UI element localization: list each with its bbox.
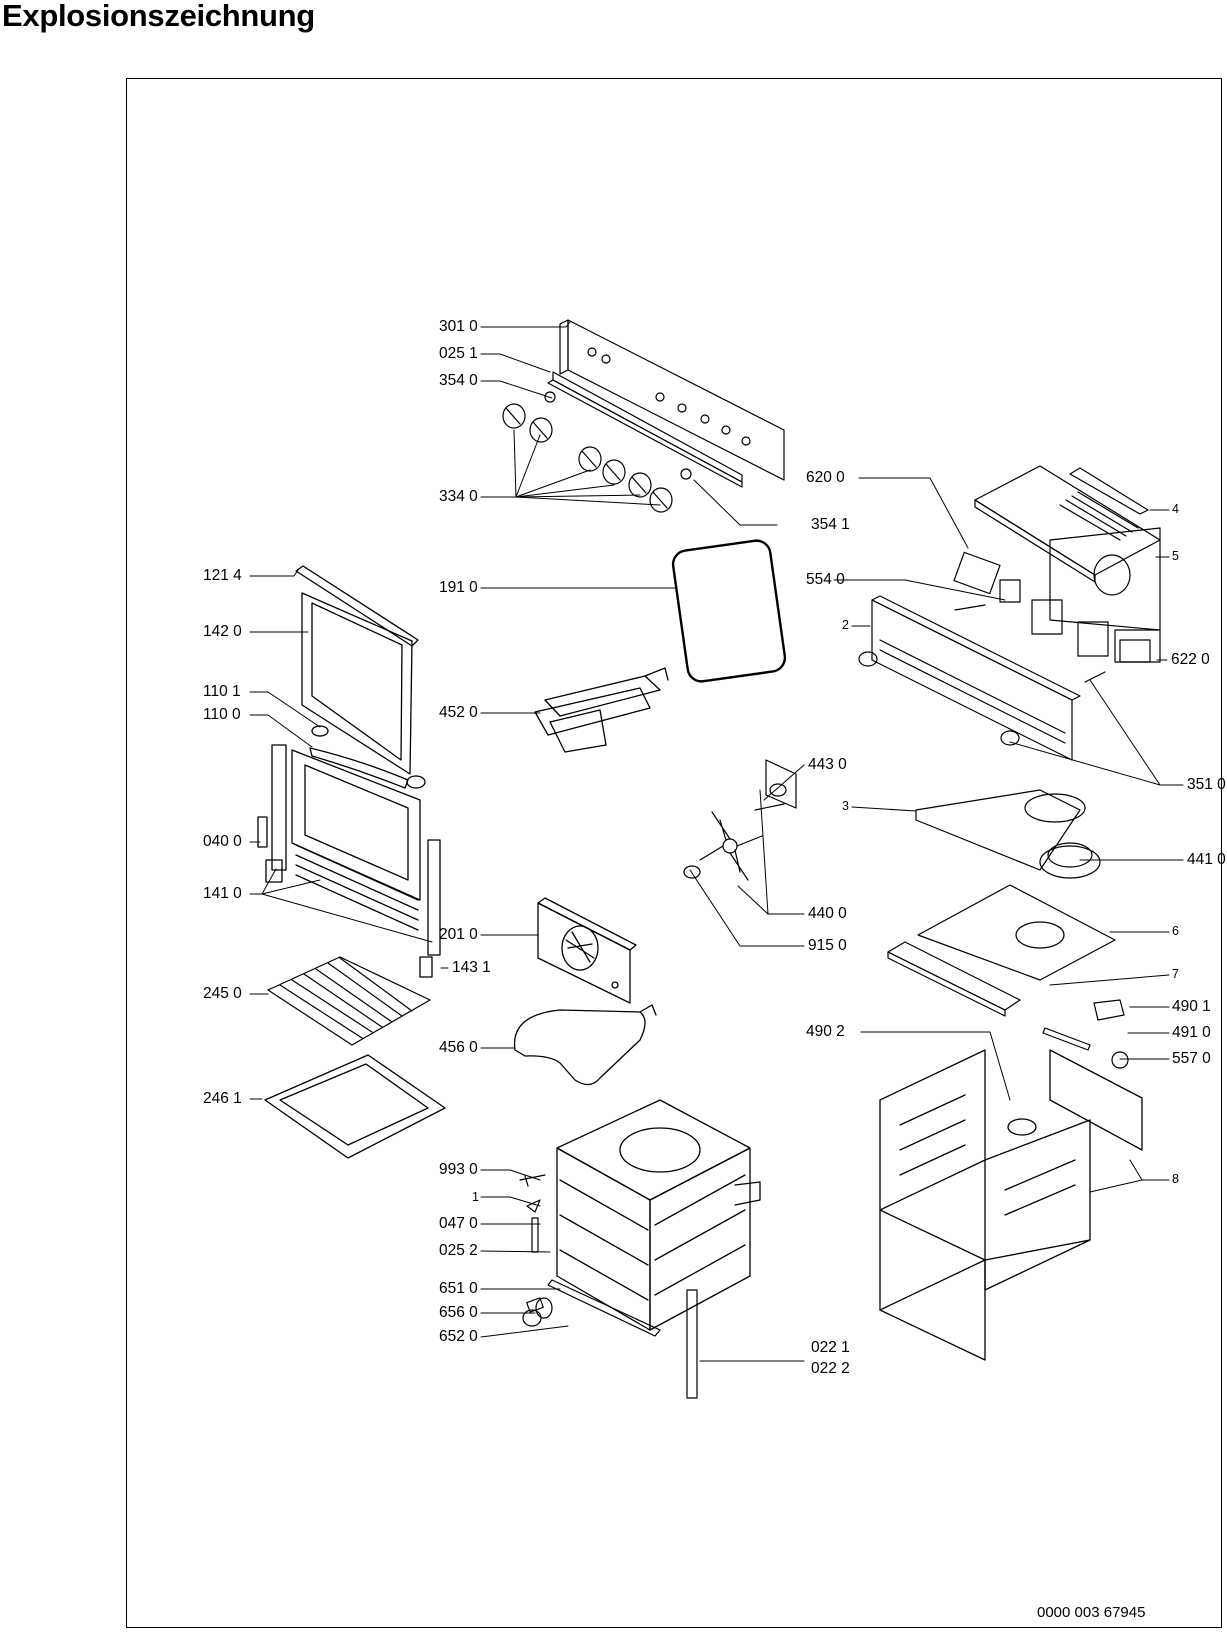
top-heater-part (534, 667, 669, 753)
callout-143-1: 143 1 (452, 959, 491, 976)
switch-part (953, 551, 1021, 611)
fan-cover-part (537, 897, 637, 1004)
callout-491-0: 491 0 (1172, 1024, 1211, 1041)
callout-452-0: 452 0 (439, 704, 478, 721)
fan-motor-part (754, 759, 797, 811)
cooling-fan-part (1039, 842, 1101, 879)
callout-7: 7 (1172, 967, 1179, 981)
callout-8: 8 (1172, 1172, 1179, 1186)
callout-022-1: 022 1 (811, 1339, 850, 1356)
top-panel-part (974, 465, 1161, 583)
callout-201-0: 201 0 (439, 926, 478, 943)
callout-5: 5 (1172, 549, 1179, 563)
callout-110-1: 110 1 (203, 683, 241, 700)
divider-plate-part (917, 884, 1116, 981)
door-handle-part (309, 725, 426, 789)
drawing-number: 0000 003 67945 (1037, 1604, 1146, 1621)
callout-651-0: 651 0 (439, 1280, 478, 1297)
callout-622-0: 622 0 (1171, 651, 1210, 668)
callout-246-1: 246 1 (203, 1090, 242, 1107)
callout-142-0: 142 0 (203, 623, 242, 640)
callout-440-0: 440 0 (808, 905, 847, 922)
callout-110-0: 110 0 (203, 706, 241, 723)
callout-141-0: 141 0 (203, 885, 242, 902)
door-inner-part (257, 744, 441, 978)
selectors-part (1031, 599, 1161, 663)
oven-cavity-part (556, 1099, 761, 1331)
callout-557-0: 557 0 (1172, 1050, 1211, 1067)
callout-301-0: 301 0 (439, 318, 478, 335)
door-glass-part (301, 592, 413, 775)
callout-245-0: 245 0 (203, 985, 242, 1002)
callout-354-0: 354 0 (439, 372, 478, 389)
callout-3: 3 (842, 799, 849, 813)
callout-025-1: 025 1 (439, 345, 478, 362)
callout-191-0: 191 0 (439, 579, 478, 596)
page-title: Explosionszeichnung (2, 0, 315, 33)
callout-121-4: 121 4 (203, 567, 242, 584)
callout-6: 6 (1172, 924, 1179, 938)
callout-656-0: 656 0 (439, 1304, 478, 1321)
door-trim-part (295, 565, 419, 647)
callout-490-2: 490 2 (806, 1023, 845, 1040)
callout-456-0: 456 0 (439, 1039, 478, 1056)
callout-4: 4 (1172, 502, 1179, 516)
oven-rack-part (267, 956, 431, 1046)
callout-554-0: 554 0 (806, 571, 845, 588)
door-gasket-part (671, 539, 787, 683)
callout-334-0: 334 0 (439, 488, 478, 505)
callout-025-2: 025 2 (439, 1242, 478, 1259)
callout-620-0: 620 0 (806, 469, 845, 486)
callout-2: 2 (842, 618, 849, 632)
terminal-part (1042, 999, 1129, 1069)
bottom-strip-part (887, 941, 1021, 1017)
callout-652-0: 652 0 (439, 1328, 478, 1345)
callout-915-0: 915 0 (808, 937, 847, 954)
callout-490-1: 490 1 (1172, 998, 1211, 1015)
housing-part (879, 1049, 1143, 1361)
callout-040-0: 040 0 (203, 833, 242, 850)
callout-443-0: 443 0 (808, 756, 847, 773)
callout-047-0: 047 0 (439, 1215, 478, 1232)
leader-lines (249, 321, 1184, 1362)
air-duct-part (915, 789, 1086, 871)
fan-wheel-part (683, 811, 763, 881)
control-panel-part (544, 319, 785, 488)
bottom-heater-part (513, 1004, 657, 1086)
front-frame-part (858, 595, 1106, 761)
callout-1: 1 (472, 1190, 479, 1204)
callout-022-2: 022 2 (811, 1360, 850, 1377)
rear-panel-part (1049, 527, 1161, 631)
cavity-small-parts (519, 1174, 698, 1399)
callout-351-0: 351 0 (1187, 776, 1226, 793)
callout-354-1: 354 1 (811, 516, 850, 533)
drawing-frame (126, 78, 1222, 1628)
knobs-part (502, 403, 673, 513)
callout-993-0: 993 0 (439, 1161, 478, 1178)
baking-tray-part (264, 1054, 446, 1159)
callout-441-0: 441 0 (1187, 851, 1226, 868)
